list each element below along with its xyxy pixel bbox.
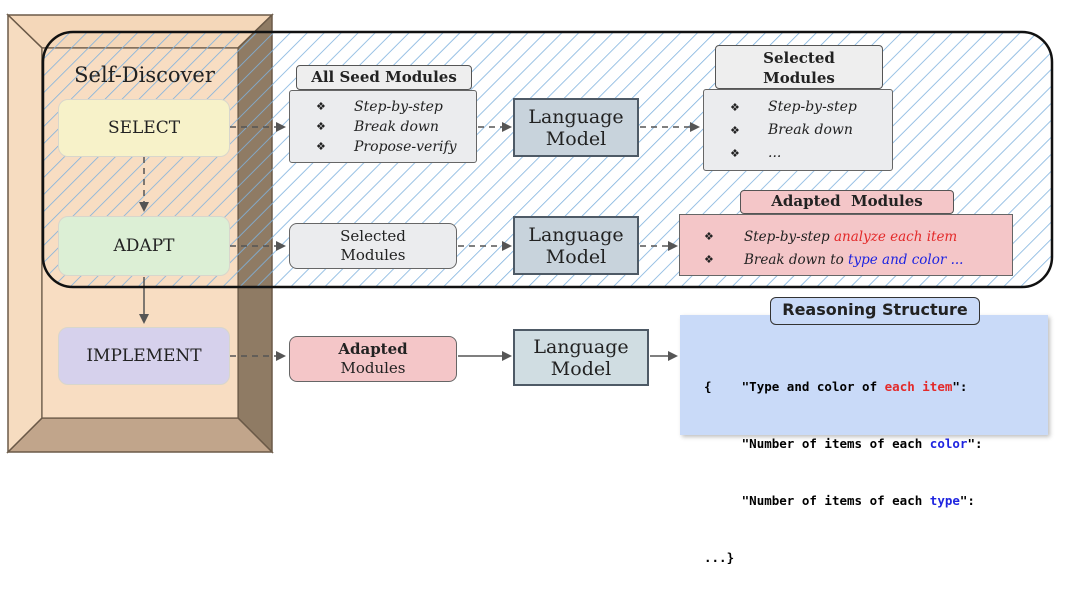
adapt-step: ADAPT bbox=[58, 216, 230, 276]
adapted-item-text: Step-by-step bbox=[744, 229, 834, 245]
language-model-select: Language Model bbox=[513, 98, 639, 157]
adapted-modules-title: Adapted Modules bbox=[740, 190, 954, 214]
list-item: ❖ Step-by-step analyze each item bbox=[704, 229, 958, 245]
reasoning-structure-title: Reasoning Structure bbox=[770, 297, 980, 325]
selected-modules-box: Selected Modules bbox=[289, 223, 457, 269]
list-item: Step-by-step bbox=[704, 96, 892, 119]
adapted-modules-box: Adapted Modules bbox=[289, 336, 457, 382]
code-highlight: color bbox=[929, 436, 968, 451]
adapted-label-bold: Adapted bbox=[338, 340, 408, 358]
list-item: Step-by-step bbox=[290, 97, 476, 117]
code-highlight: type bbox=[929, 493, 960, 508]
code-line: "Number of items of each color": bbox=[741, 436, 983, 451]
code-highlight: each item bbox=[884, 379, 953, 394]
adapted-item-highlight: analyze each item bbox=[833, 229, 958, 245]
list-item: Break down bbox=[290, 117, 476, 137]
code-line: "Number of items of each type": bbox=[741, 493, 975, 508]
language-model-adapt: Language Model bbox=[513, 216, 639, 275]
adapted-item-text: Break down to bbox=[744, 252, 849, 268]
frame-title: Self-Discover bbox=[74, 63, 215, 87]
adapted-item-highlight: type and color ... bbox=[848, 252, 964, 268]
reasoning-structure-panel: { "Type and color of each item": "Number… bbox=[680, 315, 1048, 565]
selected-modules-list: Step-by-step Break down ... bbox=[703, 89, 893, 171]
adapted-label: Modules bbox=[340, 359, 406, 377]
code-line: ...} bbox=[704, 550, 735, 565]
adapted-modules-list: ❖ Step-by-step analyze each item ❖ Break… bbox=[679, 214, 1013, 276]
all-seed-modules-list: Step-by-step Break down Propose-verify bbox=[289, 90, 477, 163]
list-item: ... bbox=[704, 142, 892, 165]
select-step: SELECT bbox=[58, 99, 230, 157]
list-item: ❖ Break down to type and color ... bbox=[704, 252, 964, 268]
code-line: { "Type and color of each item": bbox=[704, 379, 968, 394]
language-model-implement: Language Model bbox=[513, 329, 649, 386]
implement-step: IMPLEMENT bbox=[58, 327, 230, 385]
selected-modules-title: Selected Modules bbox=[715, 45, 883, 89]
list-item: Break down bbox=[704, 119, 892, 142]
list-item: Propose-verify bbox=[290, 137, 476, 157]
all-seed-modules-title: All Seed Modules bbox=[296, 65, 472, 90]
